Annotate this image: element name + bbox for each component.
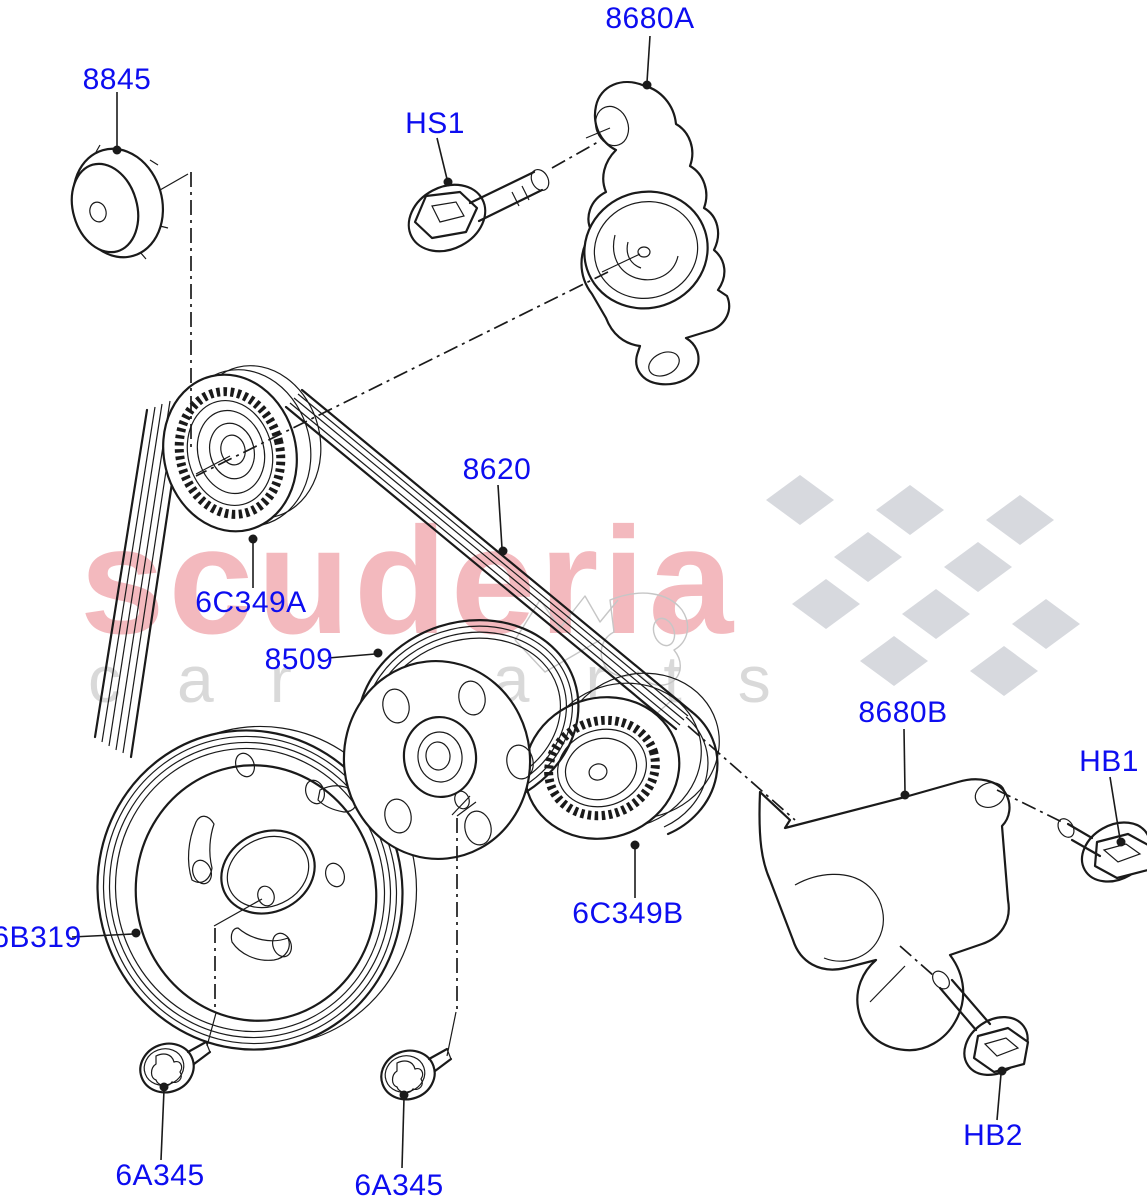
bracket-bolt-hb1 bbox=[1057, 818, 1147, 883]
crank-bolt-left bbox=[139, 1040, 212, 1094]
crank-bolt-right bbox=[380, 1047, 453, 1101]
belt-tensioner bbox=[580, 81, 731, 386]
drive-belt bbox=[93, 388, 719, 836]
label-crank-pulley: 6B319 bbox=[0, 921, 82, 954]
flag-cell bbox=[944, 542, 1012, 592]
flag-cell bbox=[792, 579, 860, 629]
watermark-tagline-word1: car bbox=[88, 642, 348, 716]
label-belt: 8620 bbox=[463, 453, 532, 486]
flag-cell bbox=[986, 495, 1054, 545]
watermark-layer: scuderia car parts bbox=[80, 475, 1080, 716]
label-bracket: 8680B bbox=[858, 696, 947, 729]
label-tensioner-bolt: HS1 bbox=[405, 107, 465, 140]
bracket-bolt-hb2 bbox=[932, 970, 1030, 1076]
flag-cell bbox=[902, 589, 970, 639]
flag-cell bbox=[1012, 599, 1080, 649]
flag-cell bbox=[970, 646, 1038, 696]
mounting-bracket bbox=[758, 778, 1011, 1052]
tensioner-bolt-hs1 bbox=[407, 168, 550, 253]
label-cap: 8845 bbox=[83, 63, 152, 96]
label-crank-bolt-left: 6A345 bbox=[115, 1159, 204, 1192]
label-bracket-bolt-hb2: HB2 bbox=[963, 1119, 1023, 1152]
label-crank-bolt-right: 6A345 bbox=[354, 1169, 443, 1200]
label-tensioner: 8680A bbox=[605, 2, 694, 35]
centerlines bbox=[190, 141, 1063, 1057]
label-idler-lower: 6C349B bbox=[572, 897, 683, 930]
idler-pulley-upper bbox=[162, 365, 322, 533]
flag-cell bbox=[876, 485, 944, 535]
watermark-brand-text: scuderia bbox=[80, 496, 737, 666]
checkered-flag-watermark bbox=[766, 475, 1080, 696]
flag-cell bbox=[766, 475, 834, 525]
label-bracket-bolt-hb1: HB1 bbox=[1079, 745, 1139, 778]
flag-cell bbox=[860, 636, 928, 686]
label-idler-upper: 6C349A bbox=[195, 586, 306, 619]
pulley-cap bbox=[70, 144, 189, 260]
crank-pulley bbox=[96, 725, 418, 1051]
water-pump-pulley bbox=[342, 619, 580, 861]
label-pump-pulley: 8509 bbox=[265, 643, 334, 676]
flag-cell bbox=[834, 532, 902, 582]
idler-pulley-lower bbox=[523, 672, 720, 840]
leader-lines bbox=[71, 35, 1126, 1169]
